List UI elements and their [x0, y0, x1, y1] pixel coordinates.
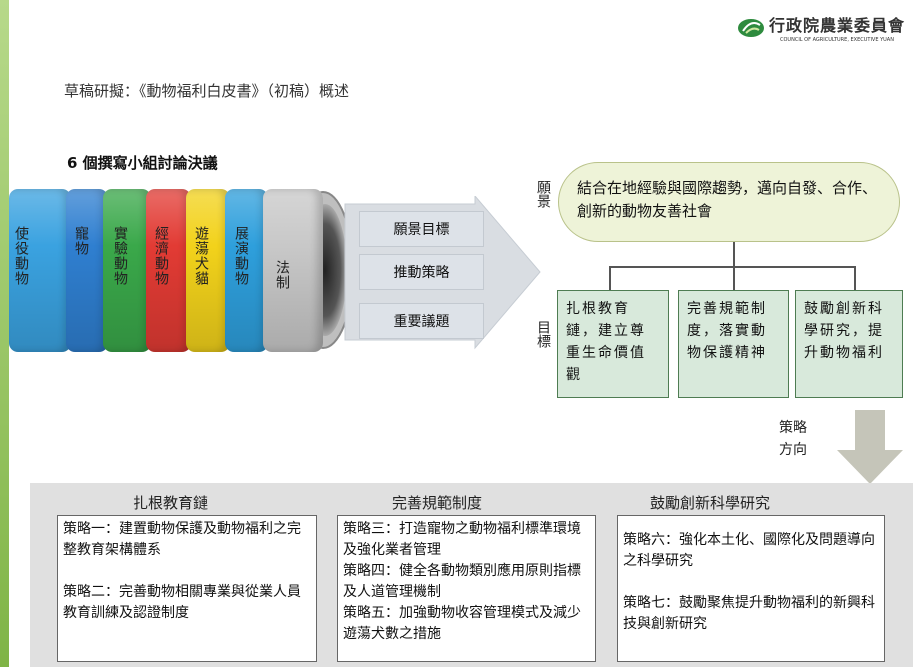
connector-horizontal [609, 266, 855, 268]
strategy-direction-text: 策略方向 [779, 420, 807, 458]
group-label: 展演動物 [233, 226, 249, 286]
group-band [225, 189, 268, 352]
goal-box-1: 扎根教育鏈，建立尊重生命價值觀 [557, 290, 669, 398]
strategy-item: 策略三：打造寵物之動物福利標準環境及強化業者管理 [343, 521, 581, 558]
group-label: 寵物 [73, 226, 89, 256]
output-vision-goals: 願景目標 [359, 211, 484, 247]
connector-goal-3 [854, 266, 856, 290]
group-label: 遊蕩犬貓 [193, 226, 209, 286]
group-label: 法制 [274, 260, 290, 290]
strategy-box-research: 策略六：強化本土化、國際化及問題導向之科學研究 策略七：鼓勵聚焦提升動物福利的新… [617, 515, 885, 662]
group-band [146, 189, 191, 352]
output-issues: 重要議題 [359, 303, 484, 339]
goal-box-3: 鼓勵創新科學研究，提升動物福利 [795, 290, 903, 398]
connector-goal-2 [733, 266, 735, 290]
logo-name-zh: 行政院農業委員會 [768, 16, 905, 35]
left-accent-bar [0, 0, 9, 667]
group-label: 實驗動物 [112, 226, 128, 286]
goal-box-2: 完善規範制度，落實動物保護精神 [678, 290, 789, 398]
page-title: 草稿研擬：《動物福利白皮書》（初稿）概述 [64, 82, 350, 100]
council-logo: 行政院農業委員會 COUNCIL OF AGRICULTURE, EXECUTI… [737, 12, 905, 43]
strategy-item: 策略二：完善動物相關專業與從業人員教育訓練及認證制度 [63, 584, 301, 621]
connector-goal-1 [609, 266, 611, 290]
output-strategies: 推動策略 [359, 254, 484, 290]
down-arrow-icon [837, 410, 903, 484]
group-band [186, 189, 230, 352]
vision-label: 願景 [535, 180, 551, 208]
strategy-item: 策略五：加強動物收容管理模式及減少遊蕩犬數之措施 [343, 605, 581, 642]
group-band [9, 189, 71, 352]
strategy-direction-label: 策略方向 [779, 417, 809, 461]
column-title-education: 扎根教育鏈 [133, 494, 209, 512]
goals-label: 目標 [535, 320, 551, 348]
subtitle: 6 個撰寫小組討論決議 [67, 154, 218, 172]
leaf-logo-icon [737, 18, 764, 37]
column-title-research: 鼓勵創新科學研究 [650, 494, 771, 512]
strategy-item: 策略六：強化本土化、國際化及問題導向之科學研究 [623, 532, 875, 569]
strategy-item: 策略一：建置動物保護及動物福利之完整教育架構體系 [63, 521, 301, 558]
strategy-item: 策略四：健全各動物類別應用原則指標及人道管理機制 [343, 563, 581, 600]
group-band [263, 189, 323, 352]
connector-vertical [733, 242, 735, 267]
vision-statement: 結合在地經驗與國際趨勢，邁向自發、合作、創新的動物友善社會 [558, 162, 900, 242]
strategy-item: 策略七：鼓勵聚焦提升動物福利的新興科技與創新研究 [623, 595, 875, 632]
strategy-box-regulation: 策略三：打造寵物之動物福利標準環境及強化業者管理 策略四：健全各動物類別應用原則… [337, 515, 596, 662]
group-label: 使役動物 [13, 226, 29, 286]
group-label: 經濟動物 [153, 226, 169, 286]
logo-name-en: COUNCIL OF AGRICULTURE, EXECUTIVE YUAN [780, 37, 894, 43]
group-band [103, 189, 151, 352]
group-band [66, 189, 108, 352]
column-title-regulation: 完善規範制度 [392, 494, 483, 512]
strategy-box-education: 策略一：建置動物保護及動物福利之完整教育架構體系 策略二：完善動物相關專業與從業… [57, 515, 317, 662]
